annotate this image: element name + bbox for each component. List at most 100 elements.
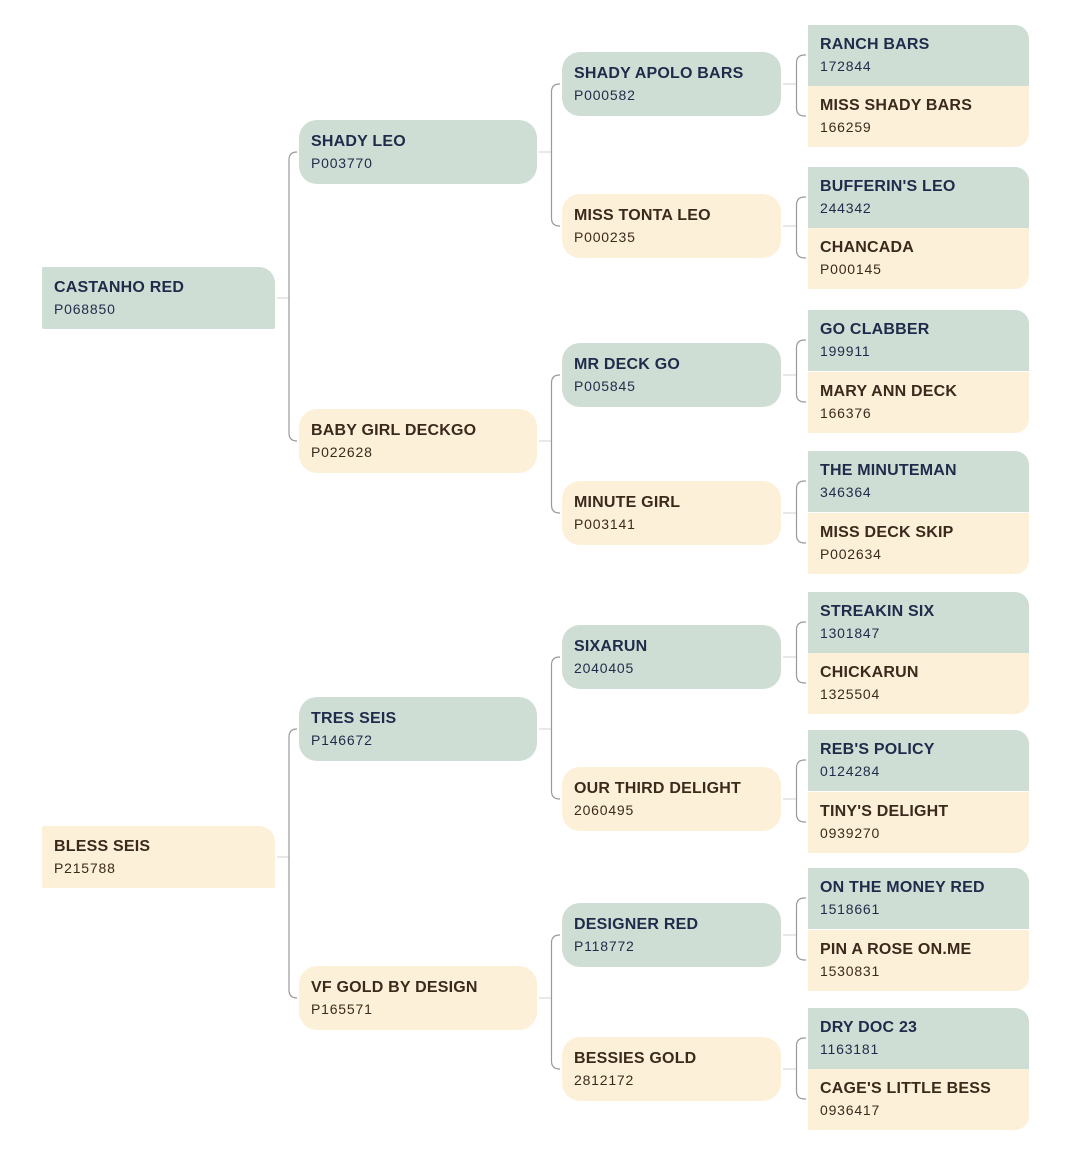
sire-card[interactable]: DRY DOC 23 1163181: [808, 1007, 1029, 1069]
connector-bracket: [795, 480, 806, 544]
connector-bracket: [795, 196, 806, 259]
registration-number: 346364: [820, 484, 872, 500]
horse-name: PIN A ROSE ON.ME: [820, 941, 972, 958]
registration-number: 1325504: [820, 686, 881, 702]
horse-name: BESSIES GOLD: [574, 1050, 697, 1067]
registration-number: 2040405: [574, 660, 635, 676]
horse-name: MARY ANN DECK: [820, 383, 958, 400]
sire-card[interactable]: MR DECK GO P005845: [562, 343, 781, 407]
registration-number: P003141: [574, 516, 636, 532]
dam-card[interactable]: PIN A ROSE ON.ME 1530831: [808, 929, 1029, 991]
horse-name: REB'S POLICY: [820, 741, 935, 758]
registration-number: 172844: [820, 58, 872, 74]
horse-name: DRY DOC 23: [820, 1019, 918, 1036]
registration-number: P165571: [311, 1001, 373, 1017]
dam-card[interactable]: TINY'S DELIGHT 0939270: [808, 791, 1029, 853]
horse-name: BLESS SEIS: [54, 838, 151, 855]
registration-number: P022628: [311, 444, 373, 460]
sire-card[interactable]: REB'S POLICY 0124284: [808, 729, 1029, 791]
dam-card[interactable]: BESSIES GOLD 2812172: [562, 1037, 781, 1101]
registration-number: 0939270: [820, 825, 881, 841]
sire-card[interactable]: SHADY LEO P003770: [299, 120, 537, 184]
registration-number: 1530831: [820, 963, 881, 979]
registration-number: P068850: [54, 301, 116, 317]
horse-name: MISS SHADY BARS: [820, 97, 973, 114]
registration-number: 2812172: [574, 1072, 635, 1088]
connector-bracket: [795, 759, 806, 823]
registration-number: P002634: [820, 546, 882, 562]
connector-bracket: [795, 1037, 806, 1100]
sire-card[interactable]: GO CLABBER 199911: [808, 309, 1029, 371]
dam-card[interactable]: MARY ANN DECK 166376: [808, 371, 1029, 433]
horse-name: CASTANHO RED: [54, 279, 185, 296]
horse-name: SHADY APOLO BARS: [574, 65, 744, 82]
horse-name: TINY'S DELIGHT: [820, 803, 949, 820]
horse-name: MISS DECK SKIP: [820, 524, 954, 541]
horse-name: STREAKIN SIX: [820, 603, 935, 620]
horse-name: GO CLABBER: [820, 321, 930, 338]
horse-name: MINUTE GIRL: [574, 494, 681, 511]
sire-card[interactable]: TRES SEIS P146672: [299, 697, 537, 761]
registration-number: P005845: [574, 378, 636, 394]
registration-number: P000235: [574, 229, 636, 245]
sire-card[interactable]: ON THE MONEY RED 1518661: [808, 867, 1029, 929]
dam-card[interactable]: CAGE'S LITTLE BESS 0936417: [808, 1068, 1029, 1130]
registration-number: 1163181: [820, 1041, 880, 1057]
registration-number: 199911: [820, 343, 871, 359]
dam-card[interactable]: MISS TONTA LEO P000235: [562, 194, 781, 258]
registration-number: 166376: [820, 405, 872, 421]
registration-number: P000582: [574, 87, 636, 103]
sire-card[interactable]: THE MINUTEMAN 346364: [808, 450, 1029, 512]
horse-name: DESIGNER RED: [574, 916, 699, 933]
connector-bracket: [795, 54, 806, 117]
dam-card[interactable]: OUR THIRD DELIGHT 2060495: [562, 767, 781, 831]
horse-name: RANCH BARS: [820, 36, 930, 53]
horse-name: TRES SEIS: [311, 710, 397, 727]
registration-number: P146672: [311, 732, 373, 748]
horse-name: OUR THIRD DELIGHT: [574, 780, 741, 797]
horse-name: SIXARUN: [574, 638, 648, 655]
horse-name: CHANCADA: [820, 239, 915, 256]
dam-card[interactable]: VF GOLD BY DESIGN P165571: [299, 966, 537, 1030]
connector-bracket: [550, 656, 560, 800]
horse-name: CAGE'S LITTLE BESS: [820, 1080, 991, 1097]
registration-number: 1518661: [820, 901, 881, 917]
horse-name: CHICKARUN: [820, 664, 919, 681]
registration-number: P215788: [54, 860, 116, 876]
registration-number: 0124284: [820, 763, 881, 779]
horse-name: MISS TONTA LEO: [574, 207, 711, 224]
registration-number: 2060495: [574, 802, 635, 818]
connector-bracket: [288, 151, 298, 442]
dam-card[interactable]: CHICKARUN 1325504: [808, 652, 1029, 714]
connector-bracket: [550, 934, 560, 1070]
registration-number: P003770: [311, 155, 373, 171]
connector-bracket: [795, 897, 806, 961]
horse-name: MR DECK GO: [574, 356, 680, 373]
sire-card[interactable]: SIXARUN 2040405: [562, 625, 781, 689]
dam-card[interactable]: MISS DECK SKIP P002634: [808, 512, 1029, 574]
horse-name: SHADY LEO: [311, 133, 406, 150]
horse-card[interactable]: CASTANHO RED P068850: [42, 267, 275, 329]
horse-name: VF GOLD BY DESIGN: [311, 979, 478, 996]
horse-name: BUFFERIN'S LEO: [820, 178, 956, 195]
sire-card[interactable]: BUFFERIN'S LEO 244342: [808, 166, 1029, 228]
horse-name: THE MINUTEMAN: [820, 462, 957, 479]
registration-number: 244342: [820, 200, 872, 216]
registration-number: 0936417: [820, 1102, 881, 1118]
dam-card[interactable]: CHANCADA P000145: [808, 227, 1029, 289]
sire-card[interactable]: RANCH BARS 172844: [808, 24, 1029, 86]
connector-bracket: [795, 621, 806, 684]
horse-name: ON THE MONEY RED: [820, 879, 985, 896]
sire-card[interactable]: SHADY APOLO BARS P000582: [562, 52, 781, 116]
registration-number: P000145: [820, 261, 882, 277]
horse-card[interactable]: BLESS SEIS P215788: [42, 826, 275, 888]
connector-bracket: [795, 339, 806, 403]
dam-card[interactable]: MINUTE GIRL P003141: [562, 481, 781, 545]
connector-bracket: [288, 728, 298, 999]
